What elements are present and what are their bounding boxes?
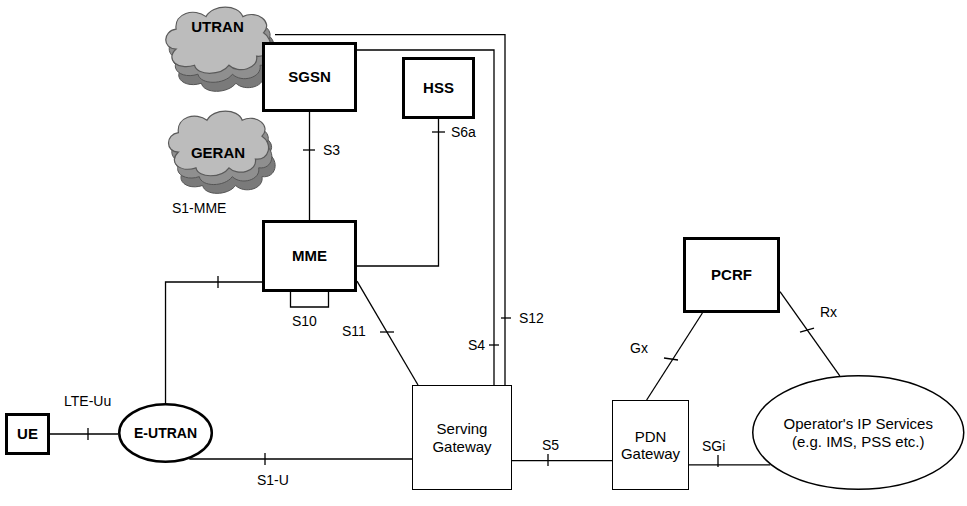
interface-line xyxy=(166,282,262,403)
network-cloud: UTRAN xyxy=(160,4,275,94)
node-label: HSS xyxy=(423,79,454,96)
interface-label: S1-U xyxy=(255,472,291,488)
interface-label: S12 xyxy=(517,310,546,326)
tick-mark xyxy=(489,344,499,345)
interface-line xyxy=(291,292,329,307)
network-box: PCRF xyxy=(683,237,780,313)
interface-line xyxy=(780,292,840,376)
tick-mark xyxy=(501,317,511,318)
node-label: SGSN xyxy=(288,68,331,85)
network-box: SGSN xyxy=(262,42,357,112)
interface-line xyxy=(357,50,494,385)
node-label: Operator's IP Services (e.g. IMS, PSS et… xyxy=(783,415,933,450)
interface-label: S6a xyxy=(449,124,478,140)
interface-label: S10 xyxy=(290,313,319,329)
ellipse-node: E-UTRAN xyxy=(118,403,213,463)
tick-mark xyxy=(217,276,218,288)
interface-label: S5 xyxy=(540,437,561,453)
interface-label: S11 xyxy=(340,323,368,339)
interface-label: Rx xyxy=(818,304,839,320)
node-label: Serving Gateway xyxy=(422,420,502,455)
tick-mark xyxy=(380,331,394,332)
interface-label: Gx xyxy=(628,340,650,356)
network-box: HSS xyxy=(402,57,475,119)
tick-mark xyxy=(432,131,445,132)
tick-mark xyxy=(264,453,265,465)
tick-mark xyxy=(547,454,548,466)
node-label: PDN Gateway xyxy=(619,428,683,463)
interface-line xyxy=(50,433,118,434)
cloud-shape xyxy=(160,4,275,94)
node-label: MME xyxy=(292,247,327,264)
node-label: GERAN xyxy=(191,144,245,161)
tick-mark xyxy=(664,358,678,360)
network-cloud: GERAN xyxy=(163,108,273,196)
interface-label: S1-MME xyxy=(170,200,228,216)
interface-line xyxy=(357,119,439,266)
gateway-box: Serving Gateway xyxy=(412,385,512,490)
node-label: E-UTRAN xyxy=(134,425,197,441)
network-box: UE xyxy=(5,413,50,455)
interface-label: S3 xyxy=(321,142,342,158)
interface-line xyxy=(512,460,612,461)
gateway-box: PDN Gateway xyxy=(612,400,689,490)
interface-line xyxy=(689,464,770,465)
interface-line xyxy=(189,458,412,459)
tick-mark xyxy=(87,428,88,440)
node-label: UTRAN xyxy=(191,18,244,35)
interface-label: SGi xyxy=(700,438,727,454)
ellipse-node: Operator's IP Services (e.g. IMS, PSS et… xyxy=(752,375,965,490)
tick-mark xyxy=(800,328,814,332)
network-box: MME xyxy=(262,220,357,292)
interface-label: LTE-Uu xyxy=(62,393,113,409)
interface-label: S4 xyxy=(466,337,487,353)
tick-mark xyxy=(303,149,315,150)
node-label: UE xyxy=(17,425,38,442)
tick-mark xyxy=(717,455,718,467)
interface-line xyxy=(309,112,310,220)
node-label: PCRF xyxy=(711,266,752,283)
interface-line xyxy=(647,313,703,400)
